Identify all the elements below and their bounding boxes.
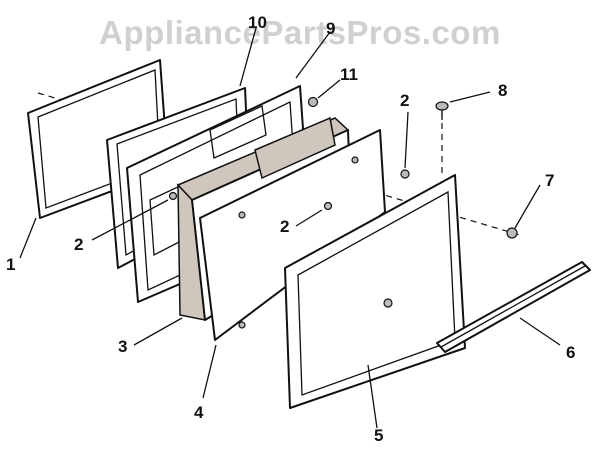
callout-2-left: 2 <box>74 235 83 254</box>
callout-1: 1 <box>6 255 15 274</box>
callout-9: 9 <box>326 19 335 38</box>
part-5-door-glass <box>284 174 466 409</box>
callout-2-right: 2 <box>400 91 409 110</box>
callout-10: 10 <box>248 13 267 32</box>
callout-3: 3 <box>118 337 127 356</box>
callout-2-center: 2 <box>280 217 289 236</box>
screw-part-8 <box>435 101 449 120</box>
callout-4: 4 <box>194 403 204 422</box>
callout-6: 6 <box>566 343 575 362</box>
clip-part-7 <box>506 227 518 239</box>
screw-part-2-left <box>168 191 178 201</box>
screw-part-2-center <box>323 201 333 211</box>
part-6-trim-strip <box>436 261 591 353</box>
callout-11: 11 <box>340 65 358 84</box>
leader-lines <box>19 27 561 429</box>
callout-7: 7 <box>545 171 554 190</box>
callout-8: 8 <box>498 81 507 100</box>
part-4-outer-door-panel <box>199 129 386 341</box>
clip-part-11 <box>307 96 319 108</box>
screw-part-2-right <box>400 169 410 179</box>
callout-5: 5 <box>374 426 383 445</box>
